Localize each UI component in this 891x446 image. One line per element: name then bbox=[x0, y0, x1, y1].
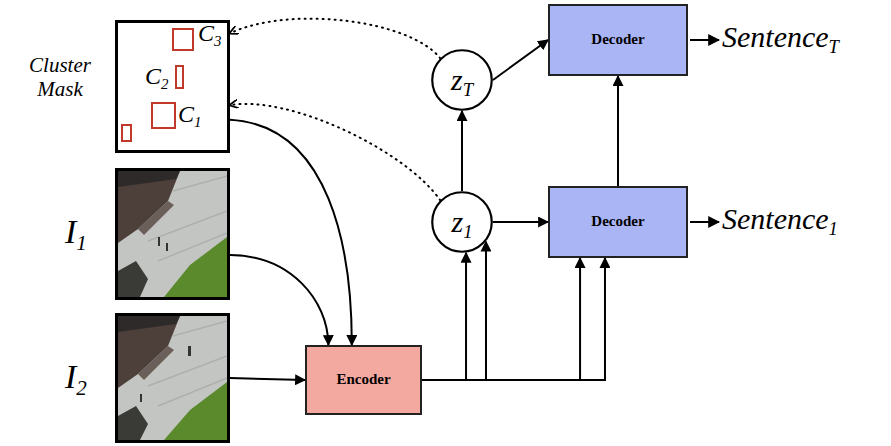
flow-arrow bbox=[493, 221, 548, 223]
flow-arrow bbox=[230, 378, 305, 380]
dotted-arrow bbox=[230, 104, 440, 200]
flow-arrow bbox=[493, 40, 548, 80]
subscript: 1 bbox=[463, 221, 472, 242]
flow-arrow bbox=[230, 255, 328, 345]
input-image-frame: I2 bbox=[115, 313, 230, 443]
cluster-label: C1 bbox=[178, 101, 201, 129]
image-label: I1 bbox=[65, 212, 87, 251]
latent-label: z1 bbox=[452, 205, 473, 240]
subscript: 3 bbox=[214, 33, 221, 49]
dotted-arrow bbox=[230, 19, 440, 59]
subscript: 2 bbox=[161, 76, 168, 92]
subscript: 1 bbox=[194, 114, 201, 130]
image-label: I2 bbox=[65, 357, 87, 396]
flow-arrow bbox=[461, 111, 463, 191]
flow-arrow bbox=[422, 253, 466, 380]
subscript: 2 bbox=[76, 376, 87, 400]
encoder-box: Encoder bbox=[305, 345, 422, 415]
flow-arrow bbox=[422, 258, 580, 380]
decoder-label: Decoder bbox=[591, 213, 644, 230]
subscript: T bbox=[463, 79, 473, 100]
cluster-label: C2 bbox=[145, 63, 168, 91]
subscript: 1 bbox=[76, 231, 87, 255]
sentence-label: Sentence1 bbox=[722, 202, 838, 237]
aerial-photo bbox=[118, 171, 227, 297]
input-image-frame: I1 bbox=[115, 168, 230, 300]
subscript: 1 bbox=[829, 218, 838, 239]
decoder-box: Decoder bbox=[548, 4, 688, 76]
flow-arrow bbox=[230, 120, 352, 345]
flow-arrow bbox=[422, 242, 486, 380]
sentence-label: SentenceT bbox=[722, 20, 839, 55]
decoder-label: Decoder bbox=[591, 31, 644, 48]
cluster-label: C3 bbox=[198, 20, 221, 48]
subscript: T bbox=[829, 36, 839, 57]
flow-arrow bbox=[617, 76, 619, 186]
output-arrow bbox=[690, 221, 719, 223]
flow-arrow bbox=[422, 258, 605, 380]
decoder-box: Decoder bbox=[548, 186, 688, 258]
mask-heading: Cluster Mask bbox=[15, 53, 105, 101]
latent-label: zT bbox=[451, 63, 473, 98]
latent-circle: z1 bbox=[431, 191, 493, 253]
aerial-photo bbox=[118, 316, 227, 440]
encoder-label: Encoder bbox=[336, 371, 390, 388]
output-arrow bbox=[690, 39, 719, 41]
latent-circle: zT bbox=[431, 49, 493, 111]
cluster-mask-box: Cluster MaskC3C2C1 bbox=[115, 20, 230, 153]
